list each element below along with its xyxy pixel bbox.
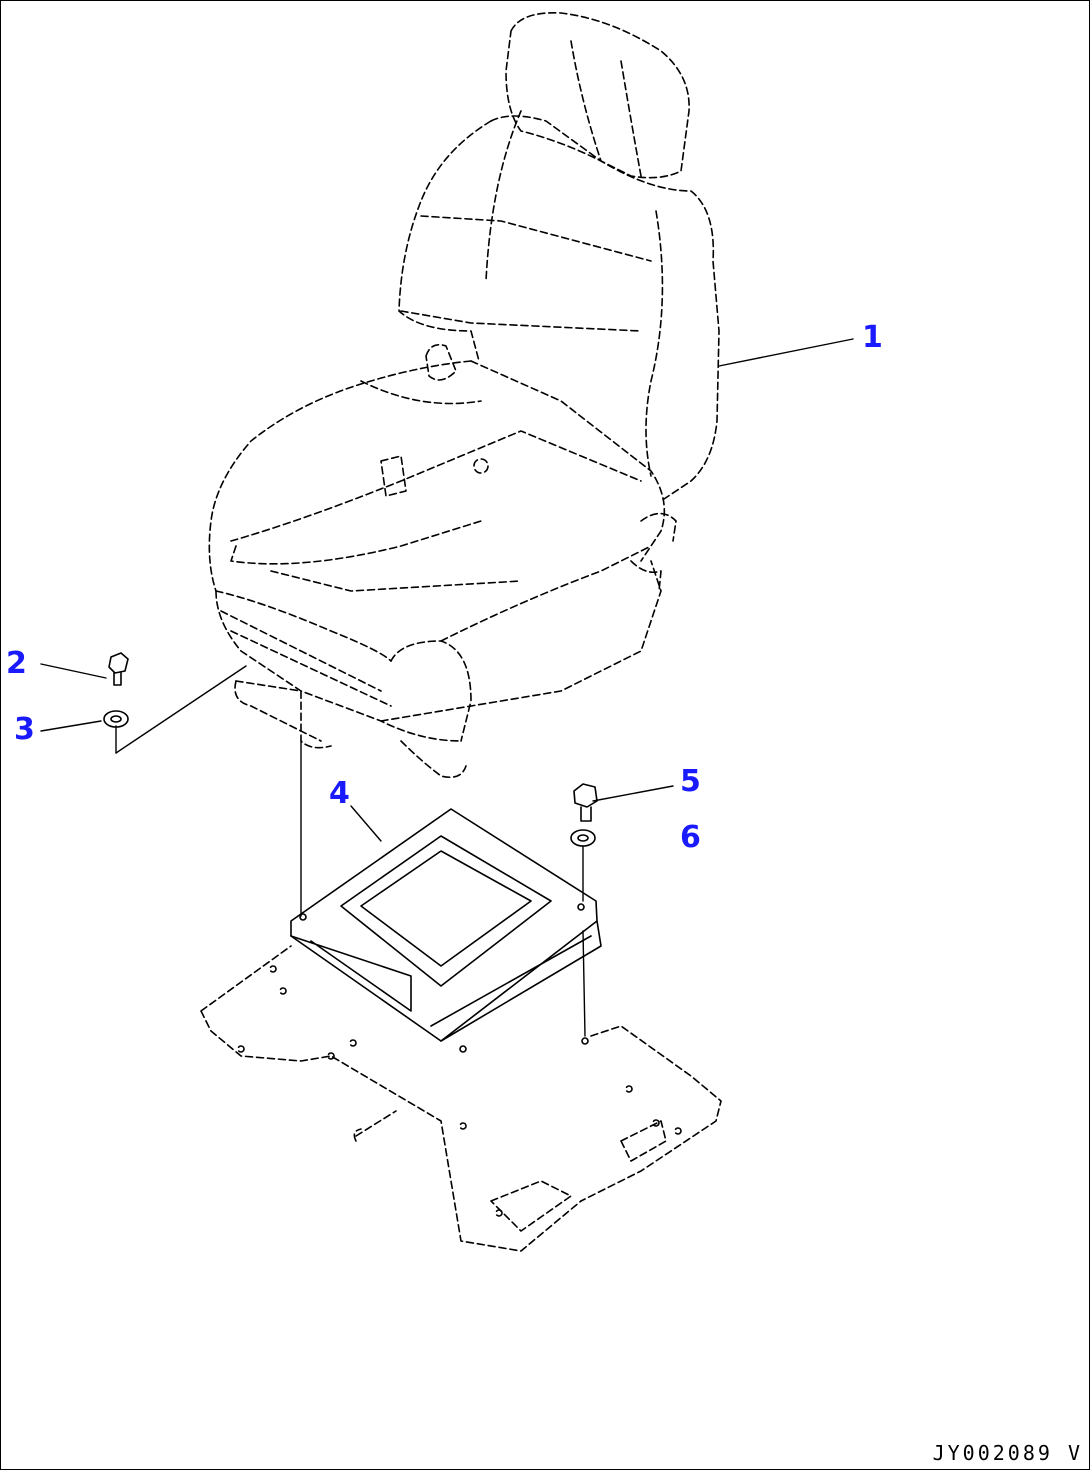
- callout-6: 6: [680, 820, 701, 855]
- bolt-left: [108, 652, 129, 686]
- callout-3: 3: [14, 712, 35, 747]
- bolt-right: [573, 783, 598, 822]
- callout-1: 1: [862, 320, 883, 355]
- washer-right: [570, 829, 596, 847]
- drawing-number: JY002089 V: [932, 1441, 1083, 1465]
- washer-left: [103, 710, 129, 728]
- callout-4: 4: [329, 776, 350, 811]
- leader-lines: [40, 338, 854, 1037]
- operator-seat: [208, 12, 720, 779]
- callout-5: 5: [680, 764, 701, 799]
- floor-plate: [200, 945, 722, 1252]
- callout-2: 2: [6, 646, 27, 681]
- seat-mount-bracket: [290, 808, 602, 1053]
